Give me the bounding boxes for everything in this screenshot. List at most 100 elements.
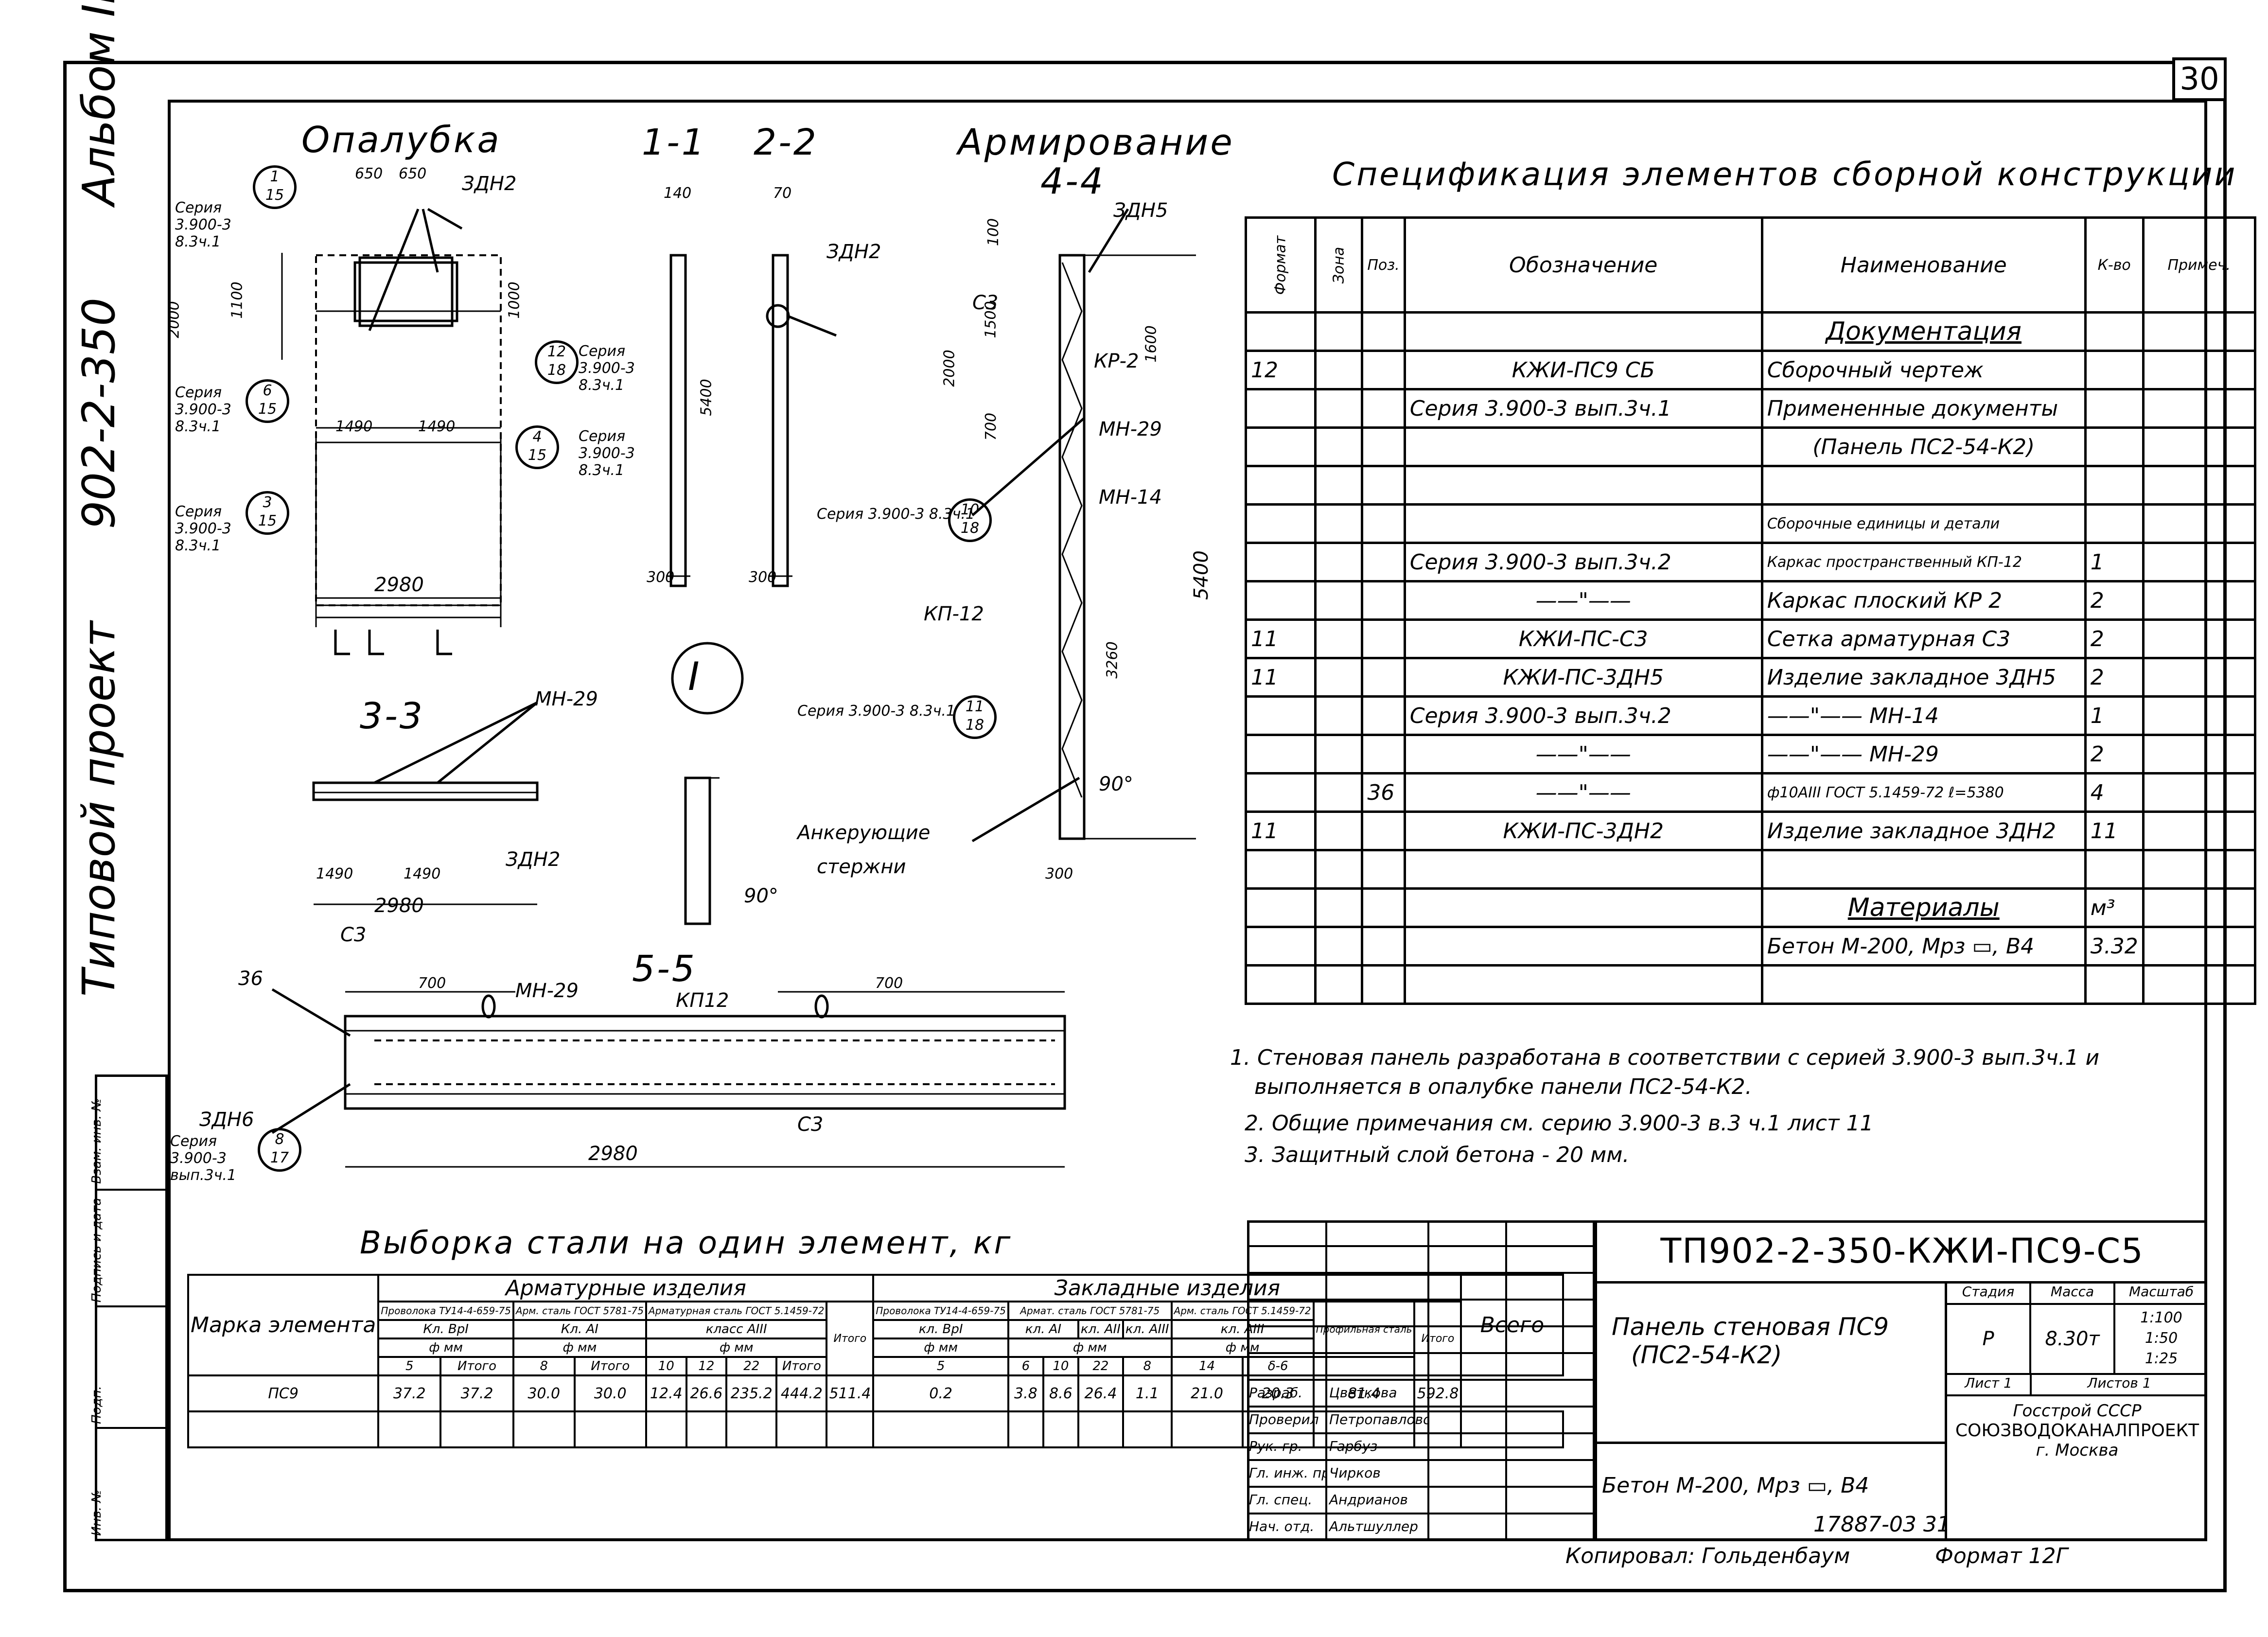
title-block-cell: Гарбуз <box>1327 1434 1429 1459</box>
steel-empty-cell <box>1122 1410 1173 1448</box>
spec-cell <box>1361 926 1406 967</box>
spec-cell <box>2142 657 2256 698</box>
spec-cell: Сетка арматурная С3 <box>1760 618 2087 659</box>
spec-cell <box>1314 503 1364 544</box>
steel-size: Итого <box>775 1356 828 1376</box>
title-block-cell <box>1247 1354 1327 1379</box>
title-block-cell <box>1327 1354 1429 1379</box>
spec-cell: 3.32 <box>2084 926 2145 967</box>
spec-cell: (Панель ПС2-54-К2) <box>1760 426 2087 467</box>
spec-cell <box>1245 849 1317 890</box>
steel-value: 12.4 <box>645 1374 687 1412</box>
steel-group-row: Марка элемента Арматурные изделия Заклад… <box>187 1274 1565 1376</box>
section-3-3 <box>312 701 539 905</box>
spec-cell <box>1361 503 1406 544</box>
title-block-cell <box>1429 1220 1507 1245</box>
spec-cell <box>1403 503 1763 544</box>
spec-cell: КЖИ-ПС-3ДН2 <box>1403 810 1763 851</box>
org-name: Госстрой СССР СОЮЗВОДОКАНАЛПРОЕКТ г. Мос… <box>1955 1401 2199 1460</box>
spec-cell: Серия 3.900-3 вып.3ч.2 <box>1403 695 1763 736</box>
spec-cell <box>1403 311 1763 352</box>
steel-size: 22 <box>725 1356 778 1376</box>
steel-class: Кл. АI <box>512 1319 647 1339</box>
spec-cell <box>1314 810 1364 851</box>
label-c3-vert: С3 <box>972 292 999 314</box>
spec-cell <box>1314 542 1364 582</box>
spec-cell: 2 <box>2084 580 2145 621</box>
spec-header-row: Формат Зона Поз. Обозначение Наименовани… <box>1245 216 2256 314</box>
spec-cell: ——"—— МН-29 <box>1760 734 2087 774</box>
steel-value: 21.0 <box>1170 1374 1244 1412</box>
spec-cell <box>1403 426 1763 467</box>
title-block-cell <box>1507 1274 1595 1299</box>
spec-cell <box>2142 849 2256 890</box>
spec-cell <box>2142 465 2256 506</box>
dim-650: 650 <box>355 165 383 182</box>
title-block-row <box>1247 1220 1595 1247</box>
dim-300: 300 <box>749 569 777 586</box>
spec-cell <box>1314 580 1364 621</box>
spec-cell: Бетон М-200, Мрз ▭, В4 <box>1760 926 2087 967</box>
label-mn14: МН-14 <box>1099 486 1162 509</box>
section-5-label: 5-5 <box>632 948 697 990</box>
steel-class: кл. ВрI <box>872 1319 1009 1339</box>
label-angle: 90° <box>1099 773 1133 795</box>
spec-cell <box>2084 964 2145 1005</box>
dim-1500: 1500 <box>982 301 1000 338</box>
dim-2980: 2980 <box>374 574 424 596</box>
label-mn29-b: МН-29 <box>535 688 598 710</box>
spec-cell <box>2084 311 2145 352</box>
spec-header-note: Примеч. <box>2142 216 2256 314</box>
dim-2980-c: 2980 <box>588 1143 638 1165</box>
steel-class-row: Кл. ВрI Кл. АI класс АIII кл. ВрI кл. АI… <box>188 1319 1563 1339</box>
title-block-cell <box>1507 1434 1595 1459</box>
dim-650: 650 <box>399 165 427 182</box>
dim-140: 140 <box>664 185 692 202</box>
detail-i <box>684 776 720 925</box>
steel-size: 5 <box>872 1356 1009 1376</box>
title-block-row: Рук. гр.Гарбуз <box>1247 1434 1595 1461</box>
steel-size: 10 <box>645 1356 687 1376</box>
title-block-cell <box>1327 1247 1429 1272</box>
spec-cell <box>1314 926 1364 967</box>
label-36: 36 <box>238 968 263 990</box>
spec-cell <box>1245 388 1317 429</box>
label-zdn2: ЗДН2 <box>462 173 517 195</box>
steel-class: класс АIII <box>645 1319 828 1339</box>
title-block-cell <box>1429 1274 1507 1299</box>
spec-cell <box>1760 465 2087 506</box>
steel-empty-cell <box>512 1410 576 1448</box>
spec-cell <box>1361 734 1406 774</box>
title-block-cell <box>1429 1247 1507 1272</box>
title-block-cell <box>1429 1381 1507 1406</box>
title-block-row <box>1247 1301 1595 1327</box>
spec-cell: 11 <box>1245 810 1317 851</box>
title-block-cell <box>1507 1220 1595 1245</box>
steel-dia: ф мм <box>872 1338 1009 1358</box>
steel-subheader: Арм. сталь ГОСТ 5.1459-72 <box>1170 1301 1315 1321</box>
spec-cell <box>1361 465 1406 506</box>
title-block-row: Разраб.Цветкова <box>1247 1381 1595 1408</box>
steel-subheader: Итого <box>826 1301 875 1376</box>
title-block-cell <box>1327 1274 1429 1299</box>
spec-cell <box>1245 887 1317 928</box>
spec-cell: Изделие закладное 3ДН5 <box>1760 657 2087 698</box>
section-2-label: 2-2 <box>754 122 818 163</box>
steel-value: 3.8 <box>1007 1374 1044 1412</box>
steel-subheader-row: Проволока ТУ14-4-659-75 Арм. сталь ГОСТ … <box>188 1301 1563 1376</box>
title-block-cell <box>1507 1327 1595 1352</box>
steel-size: 14 <box>1170 1356 1244 1376</box>
spec-cell <box>1245 542 1317 582</box>
steel-subheader: Арм. сталь ГОСТ 5781-75 <box>512 1301 647 1321</box>
steel-class: кл. АIII <box>1170 1319 1315 1339</box>
spec-cell: КЖИ-ПС9 СБ <box>1403 350 1763 390</box>
spec-cell <box>1403 964 1763 1005</box>
label-anchor-2: стержни <box>817 856 906 878</box>
spec-cell: Материалы <box>1760 887 2087 928</box>
